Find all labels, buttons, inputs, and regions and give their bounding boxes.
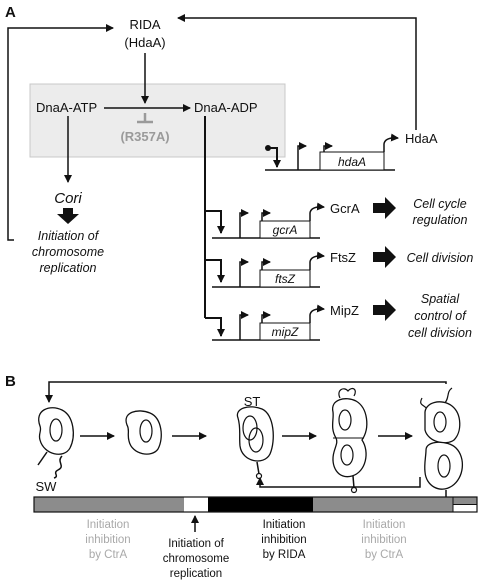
rida-label: RIDA bbox=[129, 17, 160, 32]
dividing-cells bbox=[420, 387, 463, 506]
hdaa-to-rida-arrow bbox=[177, 14, 417, 130]
replication-label-line-3: replication bbox=[170, 568, 222, 580]
ftsz-promoter-1 bbox=[239, 258, 249, 287]
swarmer-cell bbox=[37, 407, 74, 479]
gcra-function-line-1: Cell cycle bbox=[413, 197, 467, 211]
ftsz-gene-label: ftsZ bbox=[275, 272, 296, 286]
mipz-transcript-arrow bbox=[309, 304, 325, 323]
predivisional-cell bbox=[331, 387, 368, 494]
mipz-protein-label: MipZ bbox=[330, 303, 359, 318]
ftsz-protein-label: FtsZ bbox=[330, 250, 356, 265]
initiation-line-3: replication bbox=[40, 261, 97, 275]
hdaa-protein-label: (HdaA) bbox=[124, 35, 165, 50]
ctra-inhibition-1-line-2: inhibition bbox=[85, 534, 130, 546]
hdaa-gene-box bbox=[319, 151, 385, 171]
bar-end-bottom bbox=[453, 505, 477, 512]
gcra-block-arrow bbox=[373, 197, 396, 219]
bar-ctra-2 bbox=[313, 497, 453, 512]
dnaa-adp-label: DnaA-ADP bbox=[194, 100, 258, 115]
gcra-gene-label: gcrA bbox=[273, 223, 298, 237]
ctra-inhibition-1-line-1: Initiation bbox=[87, 519, 130, 531]
mipz-promoter-1 bbox=[239, 311, 249, 340]
gcra-promoter-1 bbox=[239, 209, 249, 238]
mipz-function-line-2: control of bbox=[414, 309, 467, 323]
stalked-return-arrow bbox=[256, 477, 421, 488]
gcra-transcript-arrow bbox=[309, 202, 325, 221]
mipz-block-arrow bbox=[373, 299, 396, 321]
initiation-line-2: chromosome bbox=[32, 245, 104, 259]
rida-inhibition-line-3: by RIDA bbox=[263, 549, 306, 561]
hdaa-gene-label: hdaA bbox=[338, 155, 366, 169]
gcra-function-line-2: regulation bbox=[413, 213, 468, 227]
ctra-inhibition-2-line-3: by CtrA bbox=[365, 549, 404, 561]
bar-replication bbox=[184, 497, 208, 512]
panel-label-a: A bbox=[5, 4, 16, 21]
initiation-line-1: Initiation of bbox=[38, 229, 100, 243]
replication-label-line-2: chromosome bbox=[163, 553, 229, 565]
hdaa-protein-output: HdaA bbox=[405, 131, 438, 146]
ftsz-gene-box bbox=[259, 269, 311, 288]
cori-block-arrow bbox=[57, 208, 79, 224]
cycle-return-arrow bbox=[45, 381, 447, 403]
adp-to-mipz-arrow bbox=[205, 317, 225, 337]
stalked-cell bbox=[236, 406, 274, 480]
ctra-inhibition-2-line-2: inhibition bbox=[361, 534, 406, 546]
replication-label-line-1: Initiation of bbox=[168, 538, 224, 550]
adp-to-ftsz-arrow bbox=[205, 259, 225, 283]
bar-ctra-1 bbox=[34, 497, 184, 512]
adp-to-gcra-arrow bbox=[205, 210, 225, 234]
hdaa-regulation-node bbox=[265, 145, 271, 151]
rida-inhibition-line-2: inhibition bbox=[261, 534, 306, 546]
g1-cell bbox=[125, 410, 162, 455]
hdaa-transcript-arrow bbox=[383, 133, 399, 152]
cori-label: Cori bbox=[54, 190, 82, 207]
hdaa-promoter-1 bbox=[297, 142, 307, 170]
dnaa-conversion-box bbox=[29, 83, 286, 158]
mipz-gene-label: mipZ bbox=[272, 325, 299, 339]
ctra-inhibition-2-line-1: Initiation bbox=[363, 519, 406, 531]
bar-end-top bbox=[453, 497, 477, 504]
ftsz-transcript-arrow bbox=[309, 251, 325, 270]
ftsz-block-arrow bbox=[373, 246, 396, 268]
dnaa-atp-label: DnaA-ATP bbox=[36, 100, 97, 115]
st-label: ST bbox=[244, 394, 261, 409]
rida-inhibition-line-1: Initiation bbox=[263, 519, 306, 531]
gcra-gene-box bbox=[259, 220, 311, 239]
panel-label-b: B bbox=[5, 373, 16, 390]
mipz-gene-box bbox=[259, 322, 311, 341]
mipz-function-line-1: Spatial bbox=[421, 292, 460, 306]
ftsz-function-line-1: Cell division bbox=[407, 251, 474, 265]
bar-rida bbox=[208, 497, 313, 512]
initiation-to-rida-arrow bbox=[7, 24, 114, 241]
mipz-function-line-3: cell division bbox=[408, 326, 472, 340]
sw-label: SW bbox=[36, 479, 58, 494]
ctra-inhibition-1-line-3: by CtrA bbox=[89, 549, 128, 561]
r357a-label: (R357A) bbox=[120, 129, 169, 144]
gcra-protein-label: GcrA bbox=[330, 201, 360, 216]
